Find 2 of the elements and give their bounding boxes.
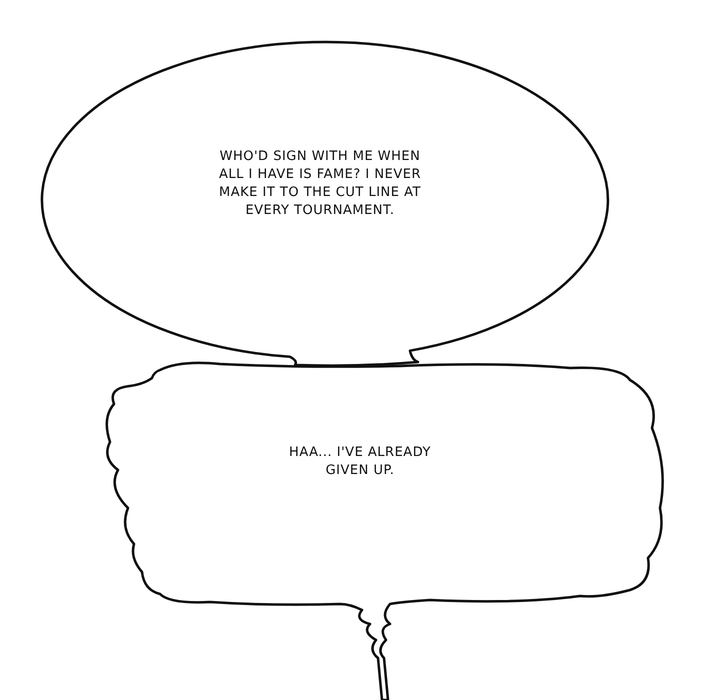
dialogue-text: HAA... I'VE ALREADY GIVEN UP.: [288, 444, 432, 480]
dialogue-text: WHO'D SIGN WITH ME WHEN ALL I HAVE IS FAME? I NEVER MAKE IT TO THE CUT LINE AT EVERY TOURNAMENT.: [218, 148, 422, 220]
